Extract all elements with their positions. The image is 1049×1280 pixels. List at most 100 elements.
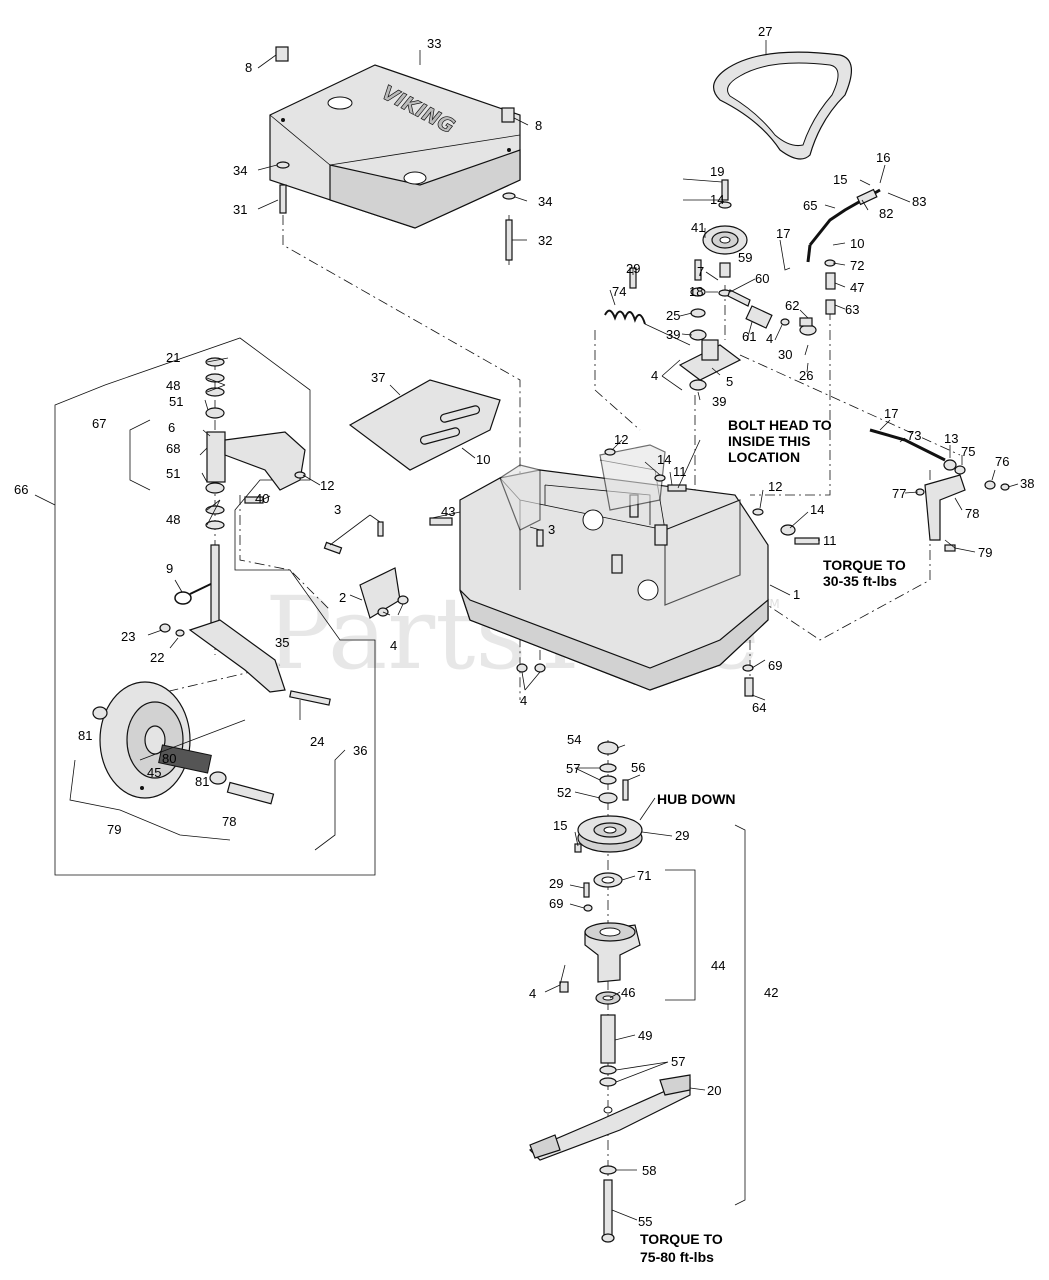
- callout-41: 41: [691, 220, 705, 235]
- callout-69: 69: [549, 896, 563, 911]
- idler-arm-5: [678, 259, 742, 391]
- callout-24: 24: [310, 734, 324, 749]
- note-torque-b-line2: 75-80 ft-lbs: [640, 1249, 714, 1265]
- mower-deck-1: [459, 444, 769, 691]
- spring-74: [604, 267, 691, 346]
- callout-82: 82: [879, 206, 893, 221]
- callout-47: 47: [850, 280, 864, 295]
- callout-58: 58: [642, 1163, 656, 1178]
- callout-39: 39: [712, 394, 726, 409]
- callout-21: 21: [166, 350, 180, 365]
- callout-11: 11: [823, 533, 837, 548]
- callout-17: 17: [776, 226, 790, 241]
- note-torque-a-line2: 30-35 ft-lbs: [823, 573, 897, 589]
- callout-78: 78: [965, 506, 979, 521]
- callout-45: 45: [147, 765, 161, 780]
- deflector-37: [348, 379, 501, 471]
- bracket-2: [323, 521, 409, 619]
- callout-15: 15: [553, 818, 567, 833]
- callout-12: 12: [320, 478, 334, 493]
- note-torque-a-line1: TORQUE TO: [823, 557, 906, 573]
- callout-4: 4: [766, 331, 773, 346]
- callout-22: 22: [150, 650, 164, 665]
- callout-79: 79: [978, 545, 992, 560]
- deck-hardware: [429, 448, 820, 697]
- callout-54: 54: [567, 732, 581, 747]
- callout-42: 42: [764, 985, 778, 1000]
- callout-67: 67: [92, 416, 106, 431]
- callout-63: 63: [845, 302, 859, 317]
- callout-14: 14: [810, 502, 824, 517]
- callout-39: 39: [666, 327, 680, 342]
- callout-30: 30: [778, 347, 792, 362]
- callout-1: 1: [793, 587, 800, 602]
- cover-hardware: [275, 46, 516, 261]
- callout-73: 73: [907, 428, 921, 443]
- callout-52: 52: [557, 785, 571, 800]
- callout-81: 81: [195, 774, 209, 789]
- callout-25: 25: [666, 308, 680, 323]
- note-bolt-head-line3: LOCATION: [728, 449, 800, 465]
- callout-68: 68: [166, 441, 180, 456]
- callout-26: 26: [799, 368, 813, 383]
- callout-60: 60: [755, 271, 769, 286]
- callout-4: 4: [390, 638, 397, 653]
- callout-43: 43: [441, 504, 455, 519]
- callout-12: 12: [768, 479, 782, 494]
- deck-cover-33: VIKING: [269, 64, 521, 229]
- callout-4: 4: [520, 693, 527, 708]
- callout-10: 10: [850, 236, 864, 251]
- callout-19: 19: [710, 164, 724, 179]
- callout-35: 35: [275, 635, 289, 650]
- callout-29: 29: [626, 261, 640, 276]
- callout-6: 6: [168, 420, 175, 435]
- callout-14: 14: [657, 452, 671, 467]
- leader-lines: [34, 40, 1019, 1221]
- callout-48: 48: [166, 512, 180, 527]
- centerlines: [109, 215, 961, 1240]
- callout-49: 49: [638, 1028, 652, 1043]
- rod-73: [869, 428, 966, 475]
- note-bolt-head-line2: INSIDE THIS: [728, 433, 810, 449]
- note-bolt-head-line1: BOLT HEAD TO: [728, 417, 832, 433]
- callout-14: 14: [710, 192, 724, 207]
- callout-29: 29: [549, 876, 563, 891]
- callout-51: 51: [166, 466, 180, 481]
- note-hub-down: HUB DOWN: [657, 791, 736, 807]
- callout-61: 61: [742, 329, 756, 344]
- callout-64: 64: [752, 700, 766, 715]
- callout-48: 48: [166, 378, 180, 393]
- callout-72: 72: [850, 258, 864, 273]
- callout-23: 23: [121, 629, 135, 644]
- callout-62: 62: [785, 298, 799, 313]
- callout-66: 66: [14, 482, 28, 497]
- callout-34: 34: [233, 163, 247, 178]
- callout-83: 83: [912, 194, 926, 209]
- callout-75: 75: [961, 444, 975, 459]
- callout-12: 12: [614, 432, 628, 447]
- callout-9: 9: [166, 561, 173, 576]
- callout-32: 32: [538, 233, 552, 248]
- callout-7: 7: [697, 264, 704, 279]
- callout-51: 51: [169, 394, 183, 409]
- callout-29: 29: [675, 828, 689, 843]
- bushing-61: [727, 289, 790, 329]
- callout-27: 27: [758, 24, 772, 39]
- callout-2: 2: [339, 590, 346, 605]
- callout-65: 65: [803, 198, 817, 213]
- callout-5: 5: [726, 374, 733, 389]
- callout-10: 10: [476, 452, 490, 467]
- callout-4: 4: [529, 986, 536, 1001]
- callout-15: 15: [833, 172, 847, 187]
- caster-assembly-66: [54, 337, 376, 876]
- callout-18: 18: [689, 284, 703, 299]
- callout-8: 8: [535, 118, 542, 133]
- callout-46: 46: [621, 985, 635, 1000]
- callout-79: 79: [107, 822, 121, 837]
- callout-34: 34: [538, 194, 552, 209]
- belt-27: [713, 51, 852, 160]
- callout-38: 38: [1020, 476, 1034, 491]
- callout-56: 56: [631, 760, 645, 775]
- callout-77: 77: [892, 486, 906, 501]
